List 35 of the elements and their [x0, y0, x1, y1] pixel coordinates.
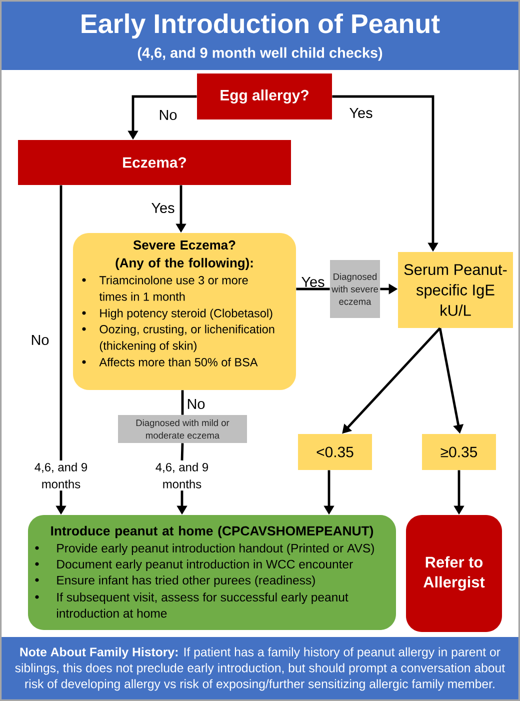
- result-box: <0.35: [298, 434, 372, 470]
- box-heading: Introduce peanut at home (CPCAVSHOMEPEANUT): [51, 526, 374, 538]
- connector-line: [180, 443, 184, 460]
- decision-box: Egg allergy?: [197, 74, 332, 120]
- referral-box: Refer to Allergist: [406, 515, 502, 632]
- status-tag: Diagnosed with severe eczema: [330, 260, 380, 318]
- box-heading: Severe Eczema?: [133, 240, 236, 250]
- note-banner: Note About Family History: If patient has a family history of peanut allergy in parent or siblings, this does not preclude early introduction, but should prompt a conversation about risk of developing allergy vs risk of exposing/further sensitizing allergic family member.: [0, 637, 520, 701]
- test-box: Serum Peanut-specific IgE kU/L: [398, 252, 513, 328]
- edge-label: No: [188, 398, 205, 410]
- connector-line: [296, 288, 330, 290]
- bullet-text: Ensure infant has tried other purees (readiness): [57, 576, 315, 587]
- edge-label: Yes: [350, 108, 372, 118]
- result-box: ≥0.35: [422, 434, 496, 470]
- box-heading: (Any of the following):: [116, 258, 253, 270]
- bullet-text: Affects more than 50% of BSA: [99, 358, 258, 366]
- connector-line: [60, 185, 62, 460]
- status-tag: Diagnosed with mild or moderate eczema: [118, 415, 247, 443]
- title: Early Introduction of Peanut: [82, 13, 440, 39]
- action-box: [28, 515, 396, 630]
- timing-label: 4,6, and 9 months: [156, 462, 208, 488]
- bullet-text: If subsequent visit, assess for successful early peanut introduction at home: [57, 592, 348, 618]
- edge-label: Yes: [152, 202, 174, 214]
- decision-box: Eczema?: [18, 140, 291, 185]
- edge-label: No: [160, 110, 177, 120]
- bullet-text: Triamcinolone use 3 or more times in 1 month: [99, 276, 248, 301]
- edge-label: Yes: [302, 276, 324, 288]
- bullet-text: High potency steroid (Clobetasol): [100, 308, 272, 320]
- connector-line: [181, 390, 184, 415]
- bullet-text: Oozing, crusting, or lichenification (thickening of skin): [100, 324, 274, 352]
- bullet-text: Document early peanut introduction in WCC encounter: [57, 560, 353, 571]
- edge-label: No: [32, 334, 49, 346]
- criteria-box: [73, 233, 296, 390]
- bullet-text: Provide early peanut introduction handout (Printed or AVS): [57, 544, 374, 555]
- timing-label: 4,6, and 9 months: [34, 462, 87, 488]
